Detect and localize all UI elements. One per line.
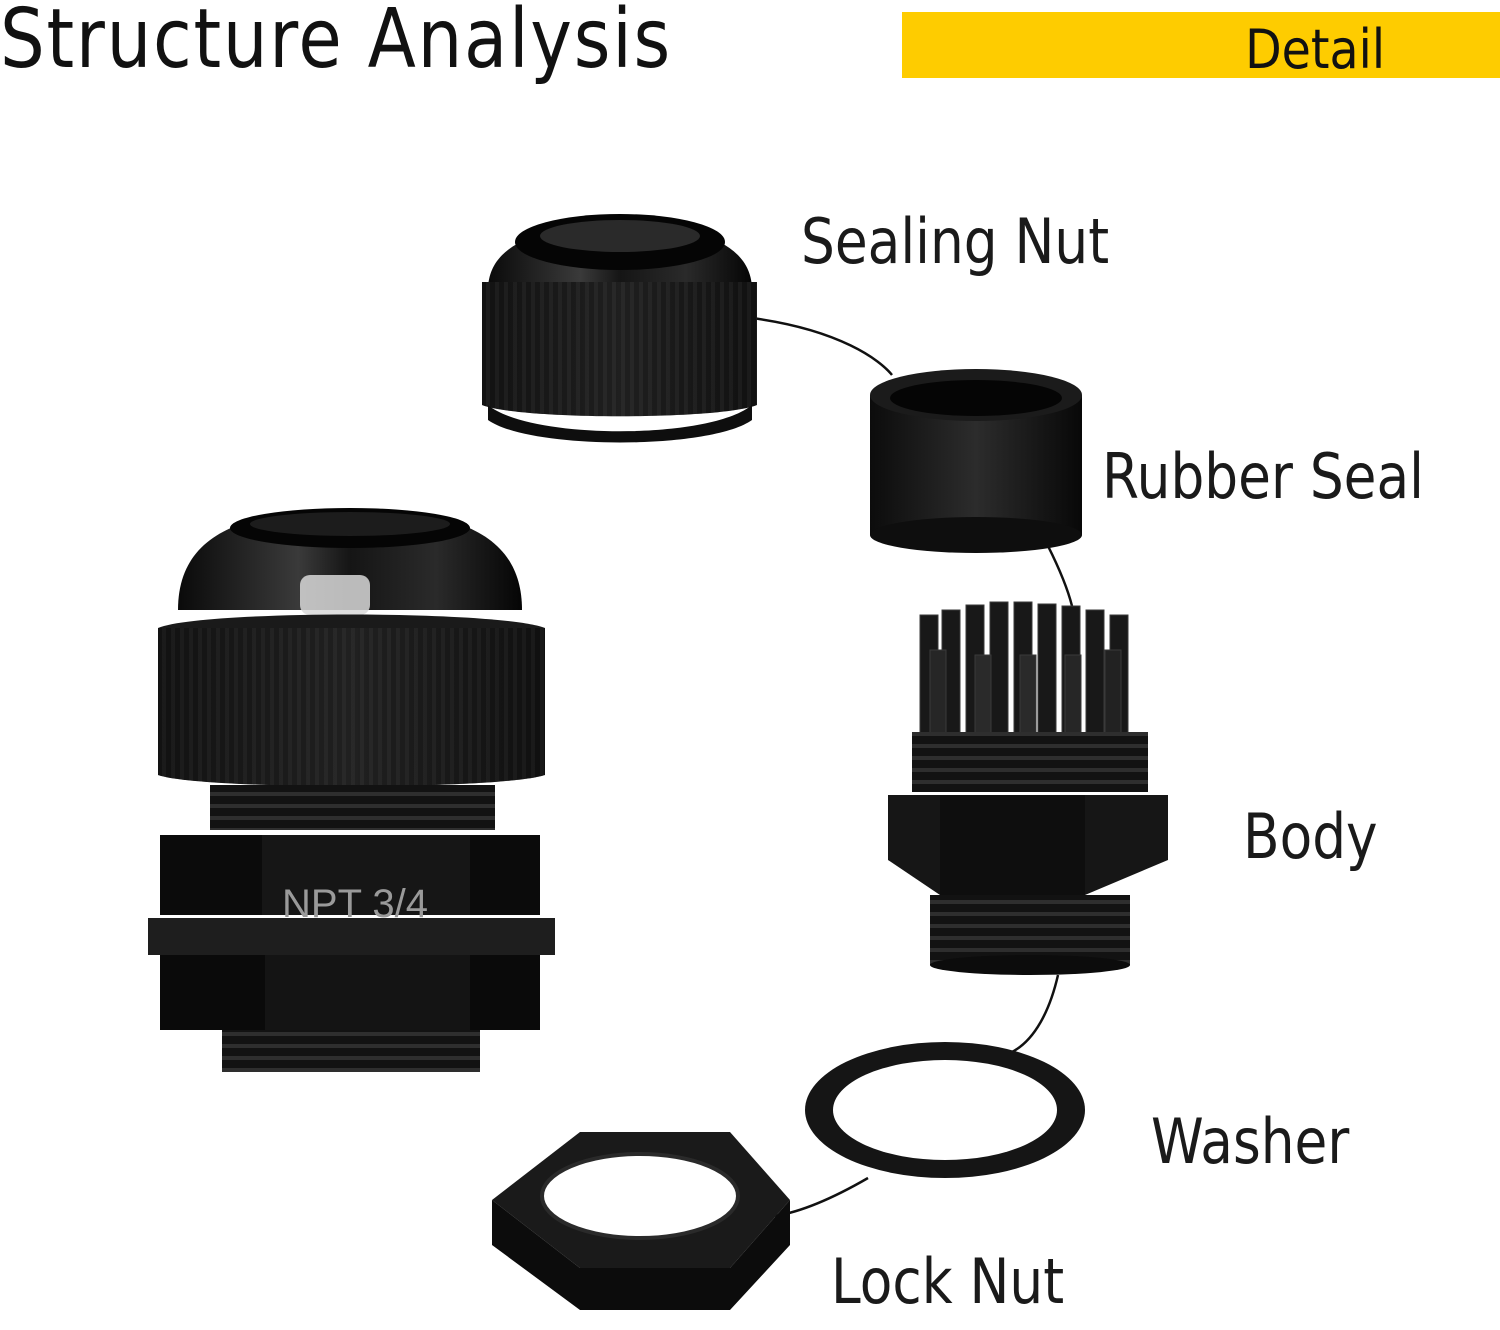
rubber-seal-image	[870, 369, 1082, 553]
label-sealing-nut: Sealing Nut	[801, 205, 1110, 278]
sealing-nut-image	[482, 214, 757, 443]
lock-nut-image	[492, 1132, 790, 1310]
label-lock-nut: Lock Nut	[831, 1245, 1065, 1318]
gland-marking: NPT 3/4	[282, 882, 428, 926]
label-body: Body	[1243, 800, 1378, 873]
detail-label: Detail	[1245, 18, 1385, 81]
body-image	[888, 601, 1168, 975]
connector-curve	[1011, 974, 1060, 1054]
page-title: Structure Analysis	[0, 0, 672, 87]
assembled-gland	[148, 508, 555, 1072]
connector-curve	[751, 316, 893, 376]
label-rubber-seal: Rubber Seal	[1102, 440, 1424, 513]
label-washer: Washer	[1151, 1105, 1350, 1178]
washer-image	[805, 1042, 1085, 1178]
connector-curve	[1046, 545, 1074, 607]
detail-banner: Detail	[902, 12, 1500, 81]
